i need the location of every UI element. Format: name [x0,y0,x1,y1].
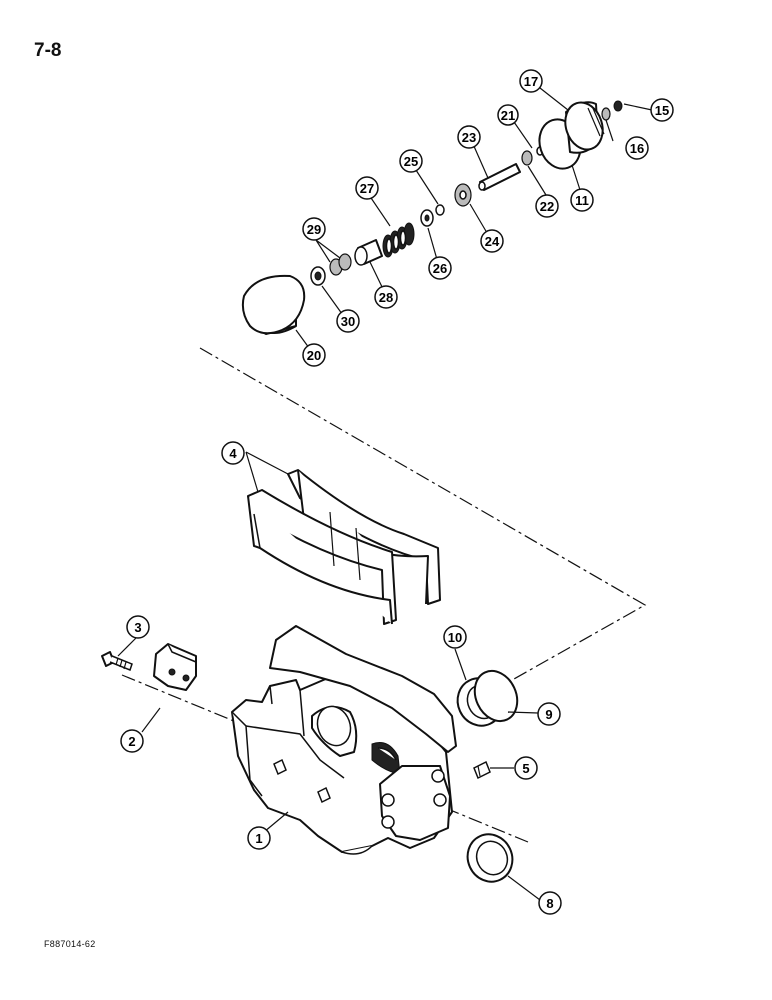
callout-21: 21 [497,104,519,126]
piston-part [241,274,306,335]
svg-text:3: 3 [134,620,141,635]
callout-1: 1 [247,826,271,850]
callout-11: 11 [570,188,594,212]
cylinder-cap-part [564,101,605,154]
svg-text:10: 10 [448,630,462,645]
adjuster-nut-part [521,150,533,166]
assembly-centerline [199,347,647,689]
callout-3: 3 [126,615,150,639]
svg-text:4: 4 [229,446,237,461]
callout-16: 16 [625,136,649,160]
callout-26: 26 [428,256,452,280]
spring-washer-part [420,209,434,227]
callout-27: 27 [355,176,379,200]
svg-text:11: 11 [575,193,589,208]
wiper-ring-part [466,833,514,883]
svg-text:9: 9 [545,707,552,722]
callout-23: 23 [457,125,481,149]
callout-28: 28 [374,285,398,309]
retainer-bolt-part [101,651,133,671]
svg-text:5: 5 [522,761,529,776]
svg-text:23: 23 [462,130,476,145]
svg-text:1: 1 [255,831,262,846]
svg-text:20: 20 [307,348,321,363]
svg-text:22: 22 [540,199,554,214]
svg-text:16: 16 [630,141,644,156]
svg-text:28: 28 [379,290,393,305]
callout-2: 2 [120,729,144,753]
callout-9: 9 [537,702,561,726]
callout-22: 22 [535,194,559,218]
svg-text:2: 2 [128,734,135,749]
bleeder-screw-part [613,100,623,112]
svg-text:24: 24 [485,234,500,249]
retaining-ring-part [435,204,445,216]
brake-pad-part [247,469,441,625]
svg-text:26: 26 [433,261,447,276]
svg-text:30: 30 [341,314,355,329]
svg-text:15: 15 [655,103,669,118]
svg-text:8: 8 [546,896,553,911]
callout-leaders [117,87,653,901]
svg-text:17: 17 [524,74,538,89]
callout-8: 8 [538,891,562,915]
callout-25: 25 [399,149,423,173]
svg-text:21: 21 [501,108,515,123]
callout-20: 20 [302,343,326,367]
svg-text:27: 27 [360,181,374,196]
svg-text:29: 29 [307,222,321,237]
callout-17: 17 [519,69,543,93]
seal-part [454,183,472,207]
caliper-body-part [231,625,457,855]
page-number: 7-8 [34,40,62,61]
figure-code: F887014-62 [44,939,96,949]
callout-30: 30 [336,309,360,333]
callout-24: 24 [480,229,504,253]
callout-5: 5 [514,756,538,780]
callout-29: 29 [302,217,326,241]
bleed-fitting-part [473,760,491,780]
pad-retainer-part [153,643,197,691]
spring-part [382,222,415,258]
callout-15: 15 [650,98,674,122]
bushing-part [329,253,352,276]
washer-part [310,266,326,286]
sleeve-part [354,239,383,266]
callout-4: 4 [221,441,245,465]
dust-boot-part [473,669,519,723]
bleeder-washer-part [601,107,611,121]
callout-10: 10 [443,625,467,649]
svg-text:25: 25 [404,154,418,169]
adjuster-pin-part [478,163,521,191]
